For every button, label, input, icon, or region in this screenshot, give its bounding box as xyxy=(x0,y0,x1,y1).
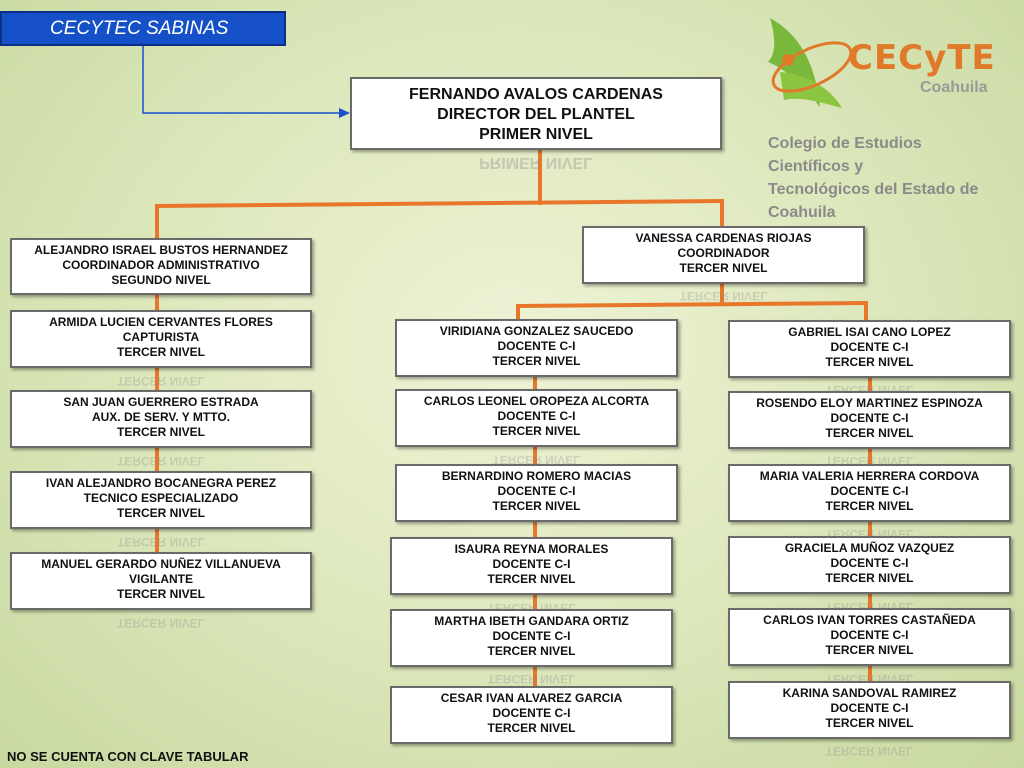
logo-college-line2: Tecnológicos del Estado de Coahuila xyxy=(768,181,979,221)
teacher-level-reflection: TERCER NIVEL xyxy=(825,744,914,758)
campus-label: CECYTEC SABINAS xyxy=(0,11,286,46)
teacher-role: DOCENTE C-I xyxy=(830,340,909,354)
teacher-role: DOCENTE C-I xyxy=(492,706,571,720)
teacher-name: CARLOS LEONEL OROPEZA ALCORTA xyxy=(423,394,650,408)
teacher-box: BERNARDINO ROMERO MACIAS DOCENTE C-I TER… xyxy=(395,464,678,522)
teacher-level: TERCER NIVEL xyxy=(487,644,576,658)
admin-staff-box: ARMIDA LUCIEN CERVANTES FLORES CAPTURIST… xyxy=(10,310,312,368)
teacher-level: TERCER NIVEL xyxy=(825,355,914,369)
teacher-level: TERCER NIVEL xyxy=(487,721,576,735)
teacher-name: BERNARDINO ROMERO MACIAS xyxy=(441,469,632,483)
teacher-level: TERCER NIVEL xyxy=(825,571,914,585)
campus-arrow-head xyxy=(339,108,350,118)
teacher-box: GABRIEL ISAI CANO LOPEZ DOCENTE C-I TERC… xyxy=(728,320,1011,378)
campus-arrow-line xyxy=(142,46,340,114)
director-name: FERNANDO AVALOS CARDENAS xyxy=(409,86,663,103)
top-bus xyxy=(154,198,725,209)
teacher-name: ISAURA REYNA MORALES xyxy=(454,542,609,556)
teacher-name: CESAR IVAN ALVAREZ GARCIA xyxy=(440,691,623,705)
teacher-level-reflection: TERCER NIVEL xyxy=(487,672,576,686)
admin-coordinator-name: ALEJANDRO ISRAEL BUSTOS HERNANDEZ xyxy=(34,243,288,257)
logo-state: Coahuila xyxy=(920,79,988,96)
teacher-role: DOCENTE C-I xyxy=(497,409,576,423)
logo-name: CECyTE xyxy=(848,38,996,78)
teacher-name: MARIA VALERIA HERRERA CORDOVA xyxy=(759,469,980,483)
teacher-role: DOCENTE C-I xyxy=(497,339,576,353)
staff-level: TERCER NIVEL xyxy=(116,345,205,359)
director-level-reflection: PRIMER NIVEL xyxy=(479,154,593,171)
staff-level-reflection: TERCER NIVEL xyxy=(116,454,205,468)
footnote: NO SE CUENTA CON CLAVE TABULAR xyxy=(7,749,249,764)
teacher-role: DOCENTE C-I xyxy=(830,411,909,425)
admin-coordinator-level: SEGUNDO NIVEL xyxy=(111,273,211,287)
staff-name: ARMIDA LUCIEN CERVANTES FLORES xyxy=(49,315,273,329)
teacher-role: DOCENTE C-I xyxy=(830,701,909,715)
teacher-role: DOCENTE C-I xyxy=(830,484,909,498)
admin-staff-box: IVAN ALEJANDRO BOCANEGRA PEREZ TECNICO E… xyxy=(10,471,312,529)
teacher-box: CESAR IVAN ALVAREZ GARCIA DOCENTE C-I TE… xyxy=(390,686,673,744)
coordinator-level-reflection: TERCER NIVEL xyxy=(679,289,768,303)
teacher-box: MARIA VALERIA HERRERA CORDOVA DOCENTE C-… xyxy=(728,464,1011,522)
teacher-name: KARINA SANDOVAL RAMIREZ xyxy=(782,686,957,700)
coordinator-box: VANESSA CARDENAS RIOJAS COORDINADOR TERC… xyxy=(582,226,865,284)
staff-role: TECNICO ESPECIALIZADO xyxy=(83,491,239,505)
staff-level: TERCER NIVEL xyxy=(116,506,205,520)
teacher-level: TERCER NIVEL xyxy=(825,426,914,440)
teacher-name: VIRIDIANA GONZALEZ SAUCEDO xyxy=(439,324,634,338)
teacher-name: ROSENDO ELOY MARTINEZ ESPINOZA xyxy=(756,396,983,410)
teacher-box: ISAURA REYNA MORALES DOCENTE C-I TERCER … xyxy=(390,537,673,595)
teacher-box: GRACIELA MUÑOZ VAZQUEZ DOCENTE C-I TERCE… xyxy=(728,536,1011,594)
coordinator-level: TERCER NIVEL xyxy=(679,261,768,275)
director-role: DIRECTOR DEL PLANTEL xyxy=(437,106,635,123)
staff-name: MANUEL GERARDO NUÑEZ VILLANUEVA xyxy=(41,557,281,571)
teacher-box: KARINA SANDOVAL RAMIREZ DOCENTE C-I TERC… xyxy=(728,681,1011,739)
staff-level-reflection: TERCER NIVEL xyxy=(116,616,205,630)
staff-role: CAPTURISTA xyxy=(122,330,200,344)
admin-coordinator-box: ALEJANDRO ISRAEL BUSTOS HERNANDEZ COORDI… xyxy=(10,238,312,295)
director-level: PRIMER NIVEL xyxy=(479,126,593,143)
staff-role: VIGILANTE xyxy=(128,572,193,586)
staff-level-reflection: TERCER NIVEL xyxy=(116,374,205,388)
staff-name: IVAN ALEJANDRO BOCANEGRA PEREZ xyxy=(45,476,277,490)
staff-name: SAN JUAN GUERRERO ESTRADA xyxy=(63,395,259,409)
teacher-name: GRACIELA MUÑOZ VAZQUEZ xyxy=(784,541,955,555)
director-box: FERNANDO AVALOS CARDENAS DIRECTOR DEL PL… xyxy=(350,77,722,150)
coordinator-name: VANESSA CARDENAS RIOJAS xyxy=(635,231,812,245)
staff-level-reflection: TERCER NIVEL xyxy=(116,535,205,549)
logo-college-line1: Colegio de Estudios Científicos y xyxy=(768,135,922,175)
teacher-role: DOCENTE C-I xyxy=(830,628,909,642)
coordinator-role: COORDINADOR xyxy=(677,246,770,260)
staff-role: AUX. DE SERV. Y MTTO. xyxy=(91,410,231,424)
teacher-level: TERCER NIVEL xyxy=(492,424,581,438)
admin-staff-box: SAN JUAN GUERRERO ESTRADA AUX. DE SERV. … xyxy=(10,390,312,448)
admin-staff-box: MANUEL GERARDO NUÑEZ VILLANUEVA VIGILANT… xyxy=(10,552,312,610)
teacher-box: VIRIDIANA GONZALEZ SAUCEDO DOCENTE C-I T… xyxy=(395,319,678,377)
teacher-level: TERCER NIVEL xyxy=(825,643,914,657)
teacher-role: DOCENTE C-I xyxy=(492,557,571,571)
teacher-level: TERCER NIVEL xyxy=(825,499,914,513)
teacher-level: TERCER NIVEL xyxy=(492,354,581,368)
cecyte-logo-icon xyxy=(768,18,853,108)
staff-level: TERCER NIVEL xyxy=(116,587,205,601)
teacher-level: TERCER NIVEL xyxy=(487,572,576,586)
teacher-level: TERCER NIVEL xyxy=(825,716,914,730)
teacher-box: MARTHA IBETH GANDARA ORTIZ DOCENTE C-I T… xyxy=(390,609,673,667)
teacher-role: DOCENTE C-I xyxy=(492,629,571,643)
admin-coordinator-role: COORDINADOR ADMINISTRATIVO xyxy=(62,258,260,272)
teacher-name: CARLOS IVAN TORRES CASTAÑEDA xyxy=(763,613,976,627)
teacher-role: DOCENTE C-I xyxy=(497,484,576,498)
teacher-role: DOCENTE C-I xyxy=(830,556,909,570)
teacher-bus xyxy=(515,300,869,309)
teacher-name: GABRIEL ISAI CANO LOPEZ xyxy=(788,325,951,339)
teacher-name: MARTHA IBETH GANDARA ORTIZ xyxy=(434,614,629,628)
staff-level: TERCER NIVEL xyxy=(116,425,205,439)
teacher-level: TERCER NIVEL xyxy=(492,499,581,513)
logo-college-name: Colegio de Estudios Científicos y Tecnol… xyxy=(768,132,998,224)
teacher-box: CARLOS IVAN TORRES CASTAÑEDA DOCENTE C-I… xyxy=(728,608,1011,666)
teacher-box: CARLOS LEONEL OROPEZA ALCORTA DOCENTE C-… xyxy=(395,389,678,447)
teacher-box: ROSENDO ELOY MARTINEZ ESPINOZA DOCENTE C… xyxy=(728,391,1011,449)
